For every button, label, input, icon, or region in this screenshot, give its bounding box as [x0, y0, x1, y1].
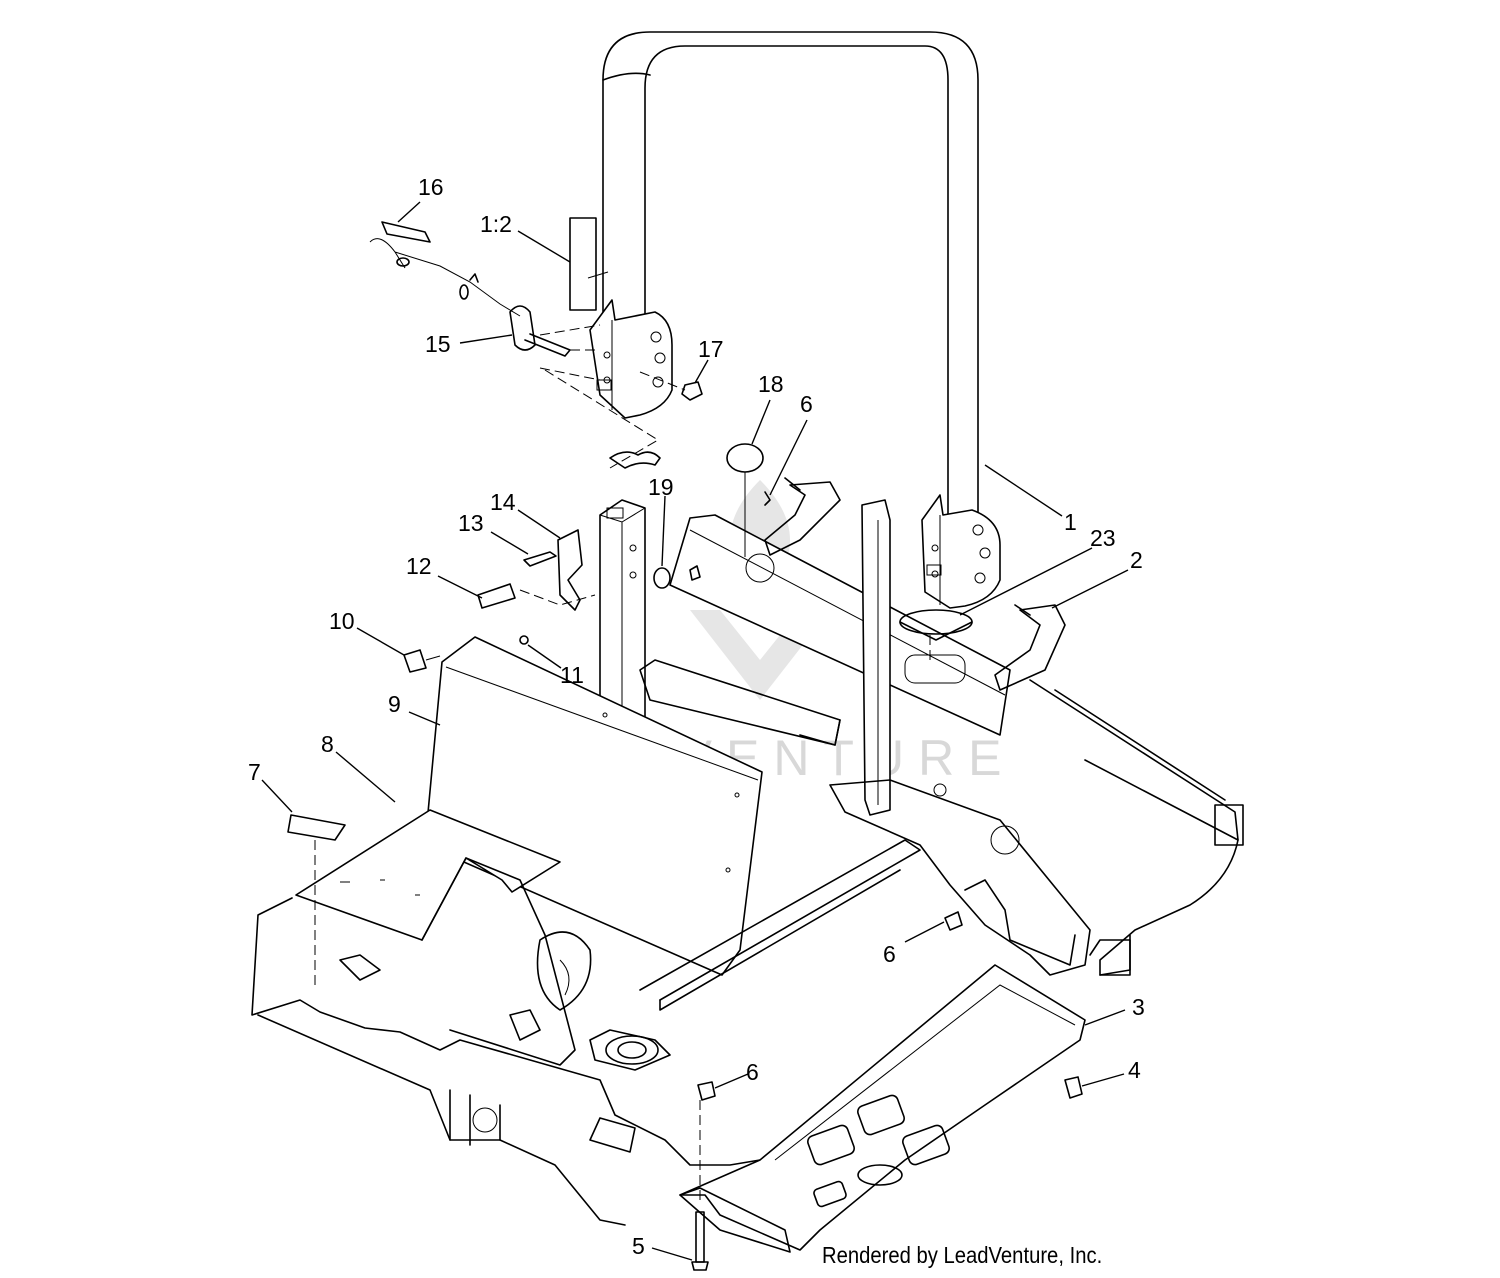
callout-15: 15	[425, 331, 451, 357]
roll-bar	[569, 31, 1001, 609]
callout-3: 3	[1132, 994, 1145, 1020]
pin-assembly	[369, 221, 703, 469]
right-rail	[829, 679, 1244, 976]
hardware	[287, 472, 963, 1271]
callout-6: 6	[883, 941, 896, 967]
callout-8: 8	[321, 731, 334, 757]
callout-4: 4	[1128, 1057, 1141, 1083]
callout-14: 14	[490, 489, 516, 515]
callout-1: 1	[1064, 509, 1077, 535]
cross-frame	[639, 443, 1066, 816]
callout-16: 16	[418, 174, 444, 200]
callout-6: 6	[800, 391, 813, 417]
callout-6: 6	[746, 1059, 759, 1085]
lower-frame	[251, 809, 921, 1226]
callout-10: 10	[329, 608, 355, 634]
foot-pan	[679, 964, 1086, 1253]
callout-18: 18	[758, 371, 784, 397]
callout-2: 2	[1130, 547, 1143, 573]
callout-17: 17	[698, 336, 724, 362]
callout-1-2: 1:2	[480, 211, 512, 237]
callout-5: 5	[632, 1233, 645, 1259]
leader-lines	[261, 201, 1129, 1261]
credit-text: Rendered by LeadVenture, Inc.	[822, 1242, 1103, 1268]
callout-12: 12	[406, 553, 432, 579]
callout-7: 7	[248, 759, 261, 785]
seat-panel	[424, 636, 763, 976]
callout-23: 23	[1090, 525, 1116, 551]
callouts: 16 1:2 15 17 18 6 19 14 13 1 23 2 12 10 …	[248, 174, 1145, 1259]
callout-9: 9	[388, 691, 401, 717]
callout-19: 19	[648, 474, 674, 500]
callout-13: 13	[458, 510, 484, 536]
callout-11: 11	[560, 662, 584, 688]
